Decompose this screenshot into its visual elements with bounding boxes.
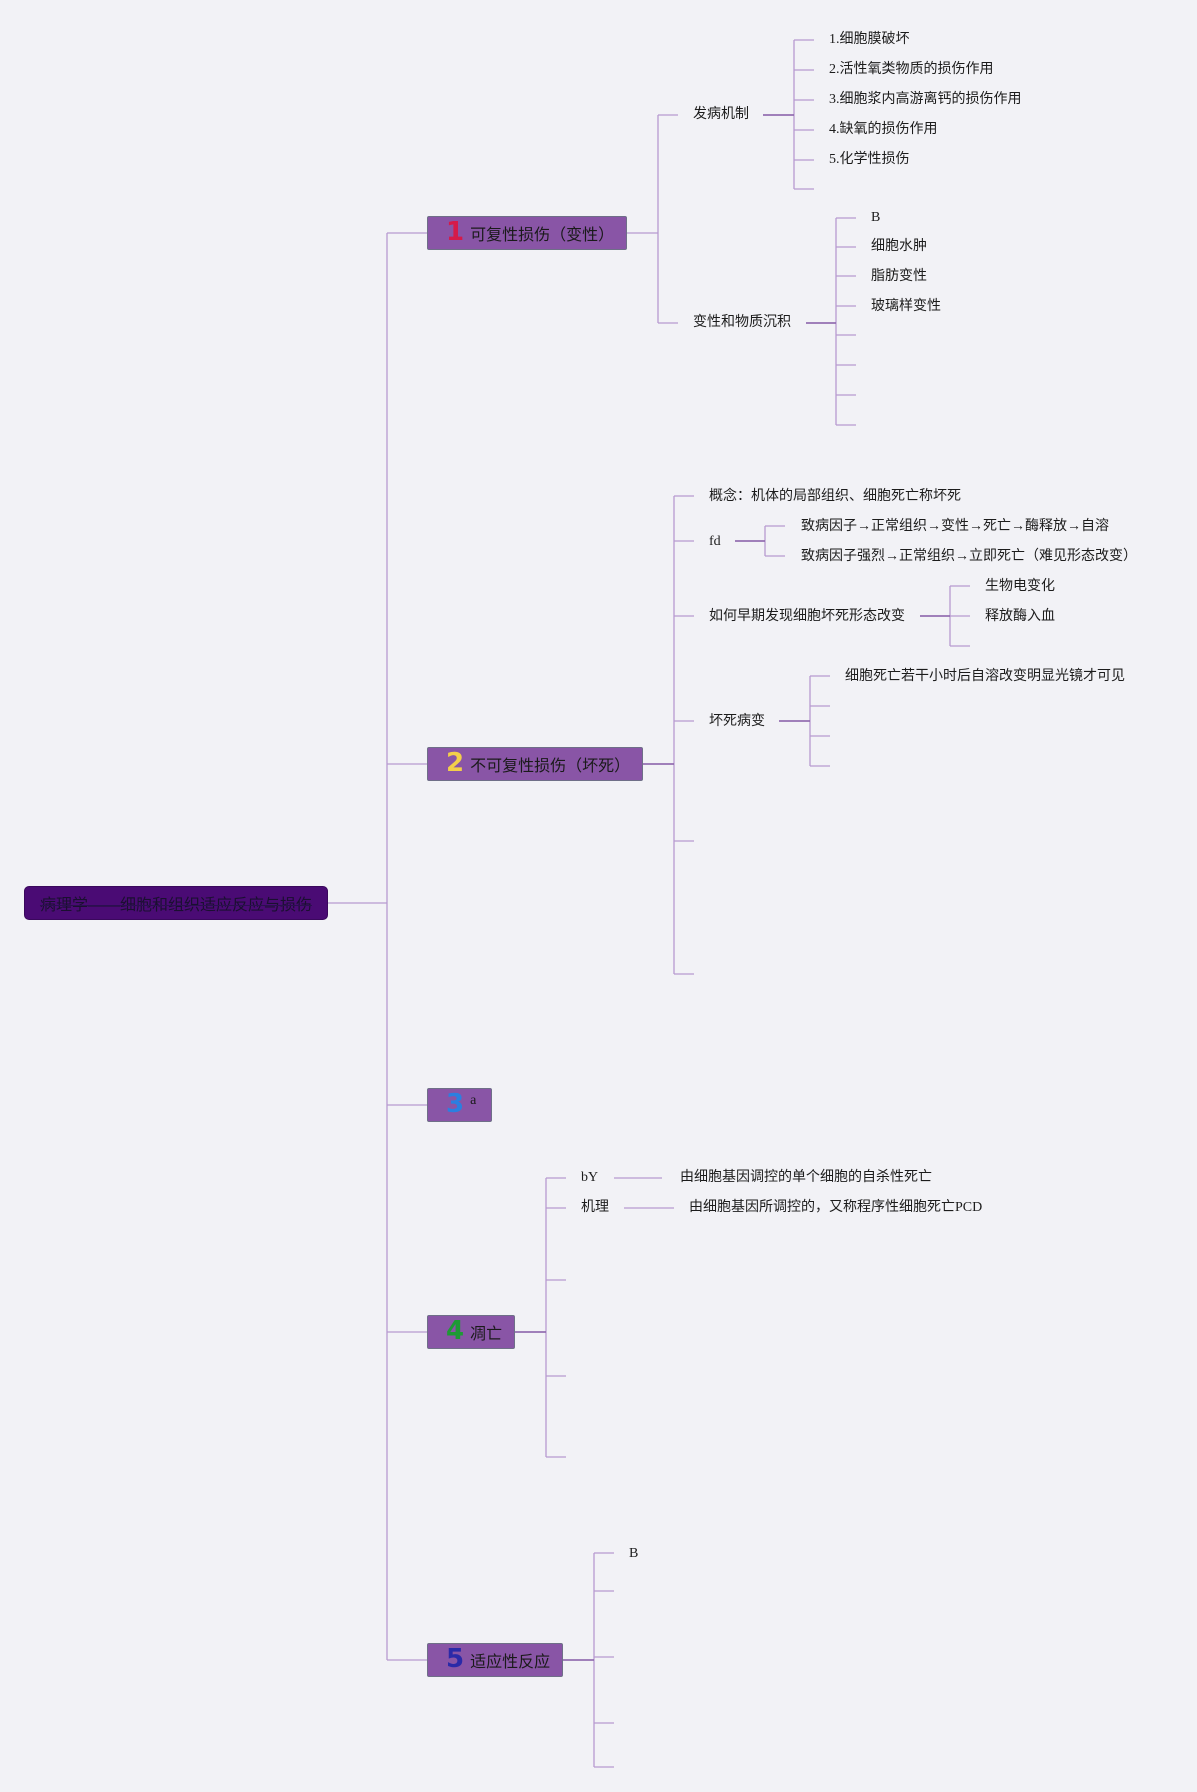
- fd-item-2[interactable]: 致病因子强烈→正常组织→立即死亡（难见形态改变）: [801, 549, 1137, 564]
- node-concept[interactable]: 概念：机体的局部组织、细胞死亡称坏死: [709, 489, 961, 504]
- early-item-2[interactable]: 释放酶入血: [985, 609, 1055, 624]
- early-item-1[interactable]: 生物电变化: [985, 579, 1055, 594]
- adaptation-item-1[interactable]: B: [629, 1546, 639, 1561]
- node-mechanism[interactable]: 发病机制: [693, 107, 749, 122]
- node-lesion[interactable]: 坏死病变: [709, 714, 765, 729]
- node-deposit[interactable]: 变性和物质沉积: [693, 315, 791, 330]
- branch-label-2: 不可复性损伤（坏死）: [470, 756, 631, 775]
- branch-node-3[interactable]: 3 a: [427, 1088, 492, 1122]
- by-value[interactable]: 由细胞基因调控的单个细胞的自杀性死亡: [680, 1170, 932, 1185]
- node-by[interactable]: bY: [581, 1170, 599, 1185]
- branch-label-1: 可复性损伤（变性）: [470, 225, 615, 244]
- deposit-item-3[interactable]: 脂肪变性: [871, 269, 927, 284]
- branch-node-1[interactable]: 1 可复性损伤（变性）: [427, 216, 627, 250]
- branch-number-2: 2: [446, 748, 465, 778]
- deposit-item-2[interactable]: 细胞水肿: [871, 239, 927, 254]
- node-early[interactable]: 如何早期发现细胞坏死形态改变: [709, 609, 905, 624]
- branch-node-4[interactable]: 4 凋亡: [427, 1315, 515, 1349]
- mechanism-item-4[interactable]: 4.缺氧的损伤作用: [829, 122, 938, 137]
- deposit-item-4[interactable]: 玻璃样变性: [871, 299, 941, 314]
- branch-number-1: 1: [446, 217, 465, 247]
- root-node[interactable]: 病理学——细胞和组织适应反应与损伤: [25, 887, 327, 919]
- branch-node-2[interactable]: 2 不可复性损伤（坏死）: [427, 747, 643, 781]
- node-apoptosis-mechanism[interactable]: 机理: [581, 1200, 609, 1215]
- mechanism-item-1[interactable]: 1.细胞膜破坏: [829, 32, 910, 47]
- branch-node-5[interactable]: 5 适应性反应: [427, 1643, 563, 1677]
- deposit-item-1[interactable]: B: [871, 210, 881, 225]
- branch-number-4: 4: [446, 1316, 465, 1346]
- node-fd[interactable]: fd: [709, 534, 721, 549]
- branch-number-3: 3: [446, 1089, 465, 1119]
- root-label: 病理学——细胞和组织适应反应与损伤: [39, 897, 312, 914]
- branch-label-4: 凋亡: [470, 1324, 503, 1343]
- fd-item-1[interactable]: 致病因子→正常组织→变性→死亡→酶释放→自溶: [801, 519, 1109, 534]
- lesion-item-1[interactable]: 细胞死亡若干小时后自溶改变明显光镜才可见: [845, 669, 1125, 684]
- branch-label-5: 适应性反应: [470, 1652, 551, 1671]
- mechanism-item-3[interactable]: 3.细胞浆内高游离钙的损伤作用: [829, 92, 1022, 107]
- branch-number-5: 5: [446, 1644, 465, 1674]
- mechanism-item-2[interactable]: 2.活性氧类物质的损伤作用: [829, 62, 994, 77]
- branch-label-3: a: [470, 1093, 477, 1108]
- apoptosis-mechanism-value[interactable]: 由细胞基因所调控的，又称程序性细胞死亡PCD: [689, 1200, 983, 1215]
- mechanism-item-5[interactable]: 5.化学性损伤: [829, 152, 910, 167]
